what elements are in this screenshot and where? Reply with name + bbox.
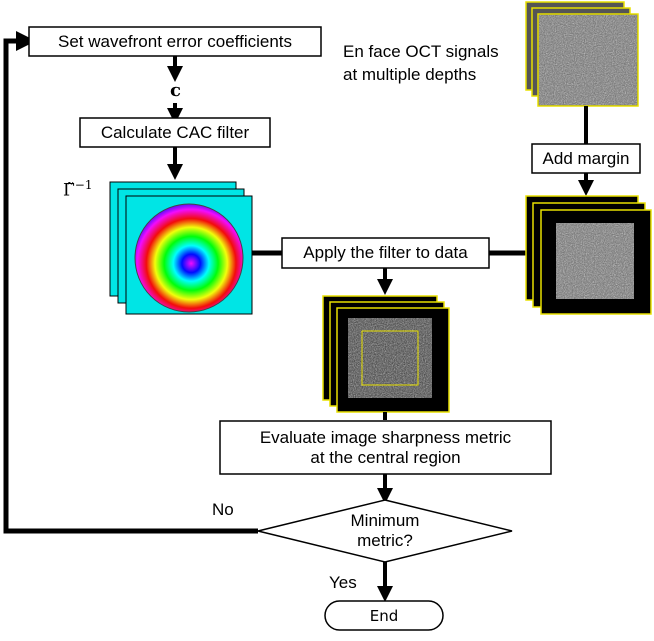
yes-label: Yes bbox=[329, 573, 357, 592]
filter-image-stack bbox=[109, 181, 253, 315]
decision-label: Minimum metric? bbox=[300, 508, 470, 554]
calc-filter-label: Calculate CAC filter bbox=[100, 122, 250, 142]
feedback-loop-line bbox=[3, 31, 258, 534]
evaluate-line1: Evaluate image sharpness metric bbox=[259, 427, 512, 447]
filter-symbol: Γ̃−1 bbox=[63, 178, 93, 201]
evaluate-label: Evaluate image sharpness metric at the c… bbox=[220, 421, 551, 474]
decision-line2: metric? bbox=[357, 531, 413, 550]
coefficient-symbol: c bbox=[170, 80, 181, 101]
evaluate-line2: at the central region bbox=[310, 447, 461, 467]
oct-label-line2: at multiple depths bbox=[343, 65, 477, 84]
apply-filter-label: Apply the filter to data bbox=[303, 243, 468, 262]
margin-image-stack bbox=[525, 195, 652, 315]
decision-line1: Minimum bbox=[350, 511, 420, 530]
set-coefficients-label: Set wavefront error coefficients bbox=[57, 31, 292, 51]
end-label: End bbox=[369, 606, 399, 625]
calc-filter-box bbox=[79, 117, 271, 148]
filtered-image-stack bbox=[322, 295, 450, 413]
end-terminal bbox=[324, 600, 444, 631]
oct-label-line1: En face OCT signals bbox=[343, 42, 499, 61]
oct-signal-stack bbox=[525, 1, 639, 107]
no-label: No bbox=[212, 500, 234, 519]
add-margin-box bbox=[531, 143, 641, 174]
add-margin-label: Add margin bbox=[542, 148, 630, 168]
